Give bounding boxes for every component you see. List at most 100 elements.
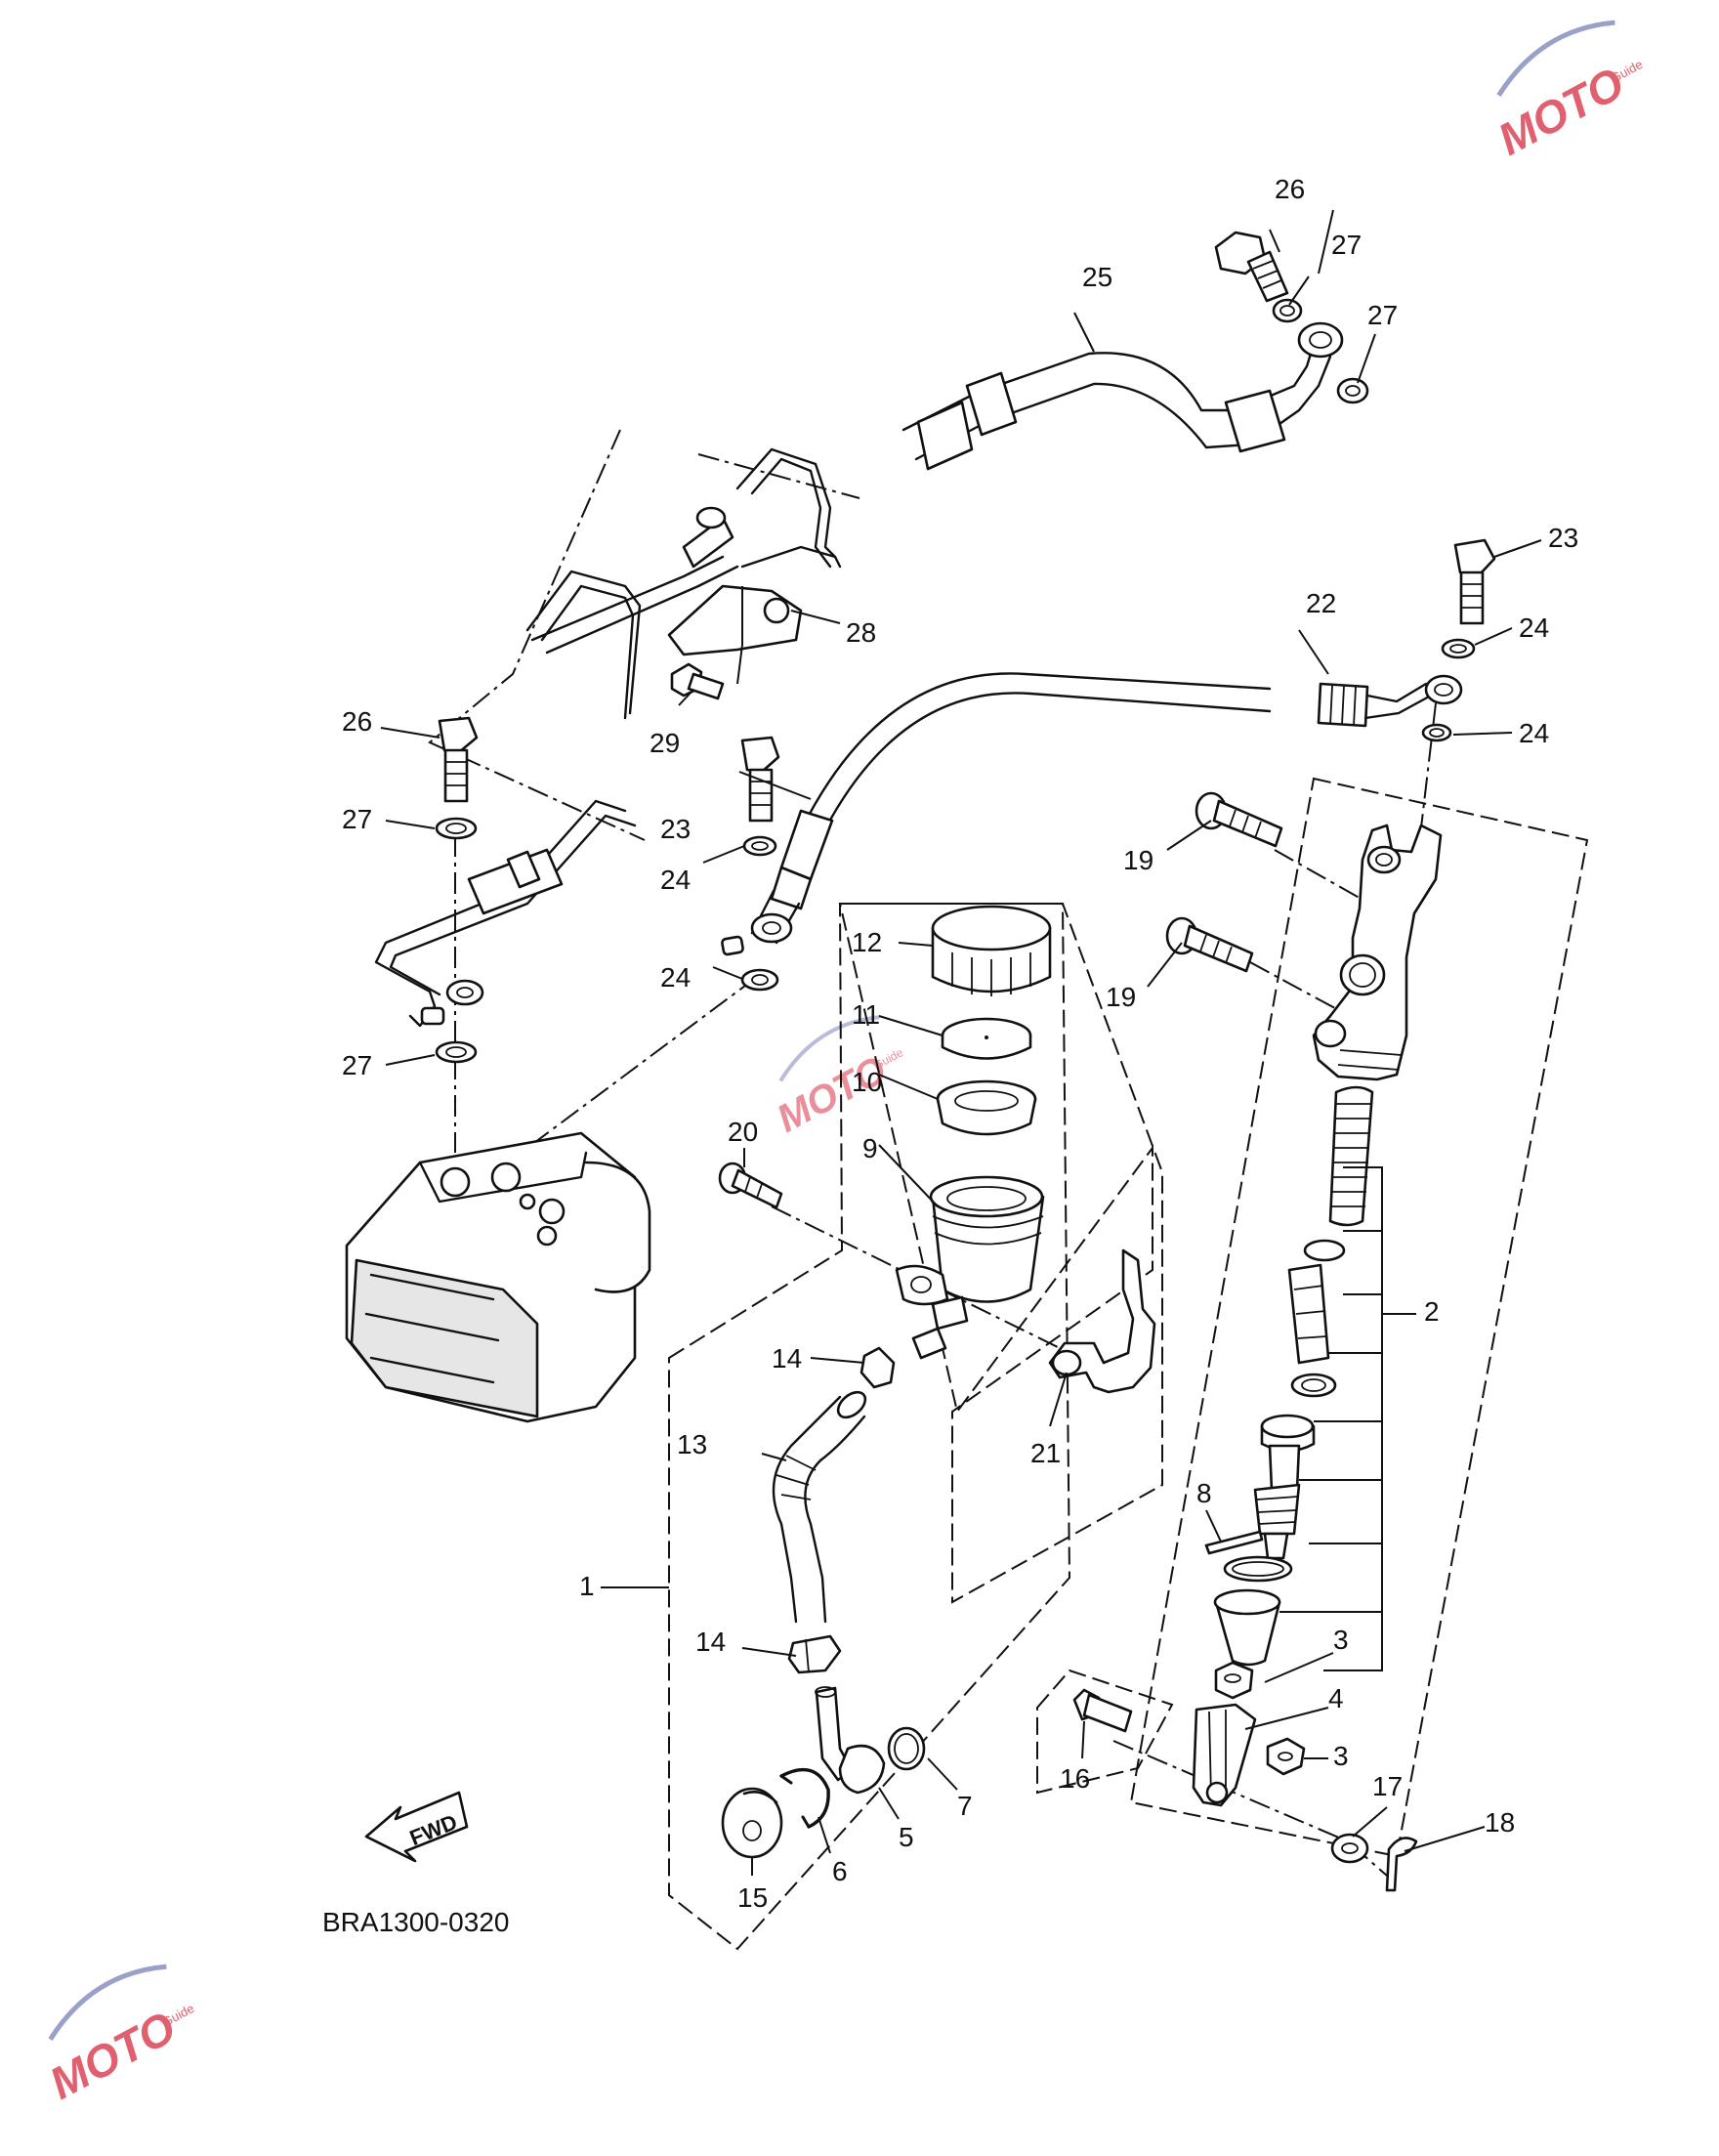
callout-3-lower: 3 [1333,1741,1349,1771]
watermark-subtext: Guide [1609,57,1646,86]
nut-3-upper [1214,1661,1254,1700]
callout-labels: 1 2 3 3 4 5 6 7 8 9 10 11 12 13 14 14 15… [342,174,1578,1913]
callout-21: 21 [1030,1438,1061,1468]
brake-pipe-left [374,799,637,1028]
brake-hose-22 [721,672,1463,956]
washer-24-right-a [1441,638,1476,659]
washer-27-left-b [435,1040,478,1064]
callout-15: 15 [737,1882,768,1913]
callout-27-left-a: 27 [342,804,372,834]
washer-27-top-a [1272,298,1303,323]
clevis-group-outline [1036,1669,1174,1795]
washer-24-right-b [1421,723,1452,742]
callout-24-right-b: 24 [1519,718,1549,748]
washer-27-left-a [435,817,478,840]
callout-19-upper: 19 [1123,845,1153,875]
callout-13: 13 [677,1429,707,1459]
master-cylinder-body [1312,824,1443,1081]
callout-2: 2 [1424,1296,1440,1327]
callout-24-center-b: 24 [660,962,691,993]
forward-arrow-icon: FWD [364,1791,469,1863]
callout-18: 18 [1485,1807,1515,1838]
watermark-logo-top: MOTO Guide [1489,20,1646,165]
washer-24-center-b [740,968,779,992]
union-bolt-26-left [438,716,479,803]
callout-28: 28 [846,617,876,648]
inlet-fitting-5 [815,1686,886,1795]
leader-lines [380,209,1542,1876]
callout-26-left: 26 [342,706,372,737]
callout-14-upper: 14 [772,1343,802,1374]
watermark-logo-bottom: MOTO Guide [41,1964,197,2109]
callout-19-lower: 19 [1106,982,1136,1012]
reservoir-cap-12 [931,905,1052,996]
callout-7: 7 [957,1791,973,1821]
screw-axis-19a [1274,849,1388,914]
o-ring-7 [887,1726,926,1771]
callout-9: 9 [862,1133,878,1163]
reservoir-hose-13 [772,1390,867,1624]
circlip-6 [779,1767,830,1829]
callout-25: 25 [1082,262,1112,292]
guard-bracket-28 [525,447,842,720]
diaphragm-plate-11 [941,1017,1032,1060]
pin-16 [1072,1688,1133,1733]
callout-11: 11 [852,999,880,1030]
callout-1: 1 [579,1571,595,1601]
master-cylinder-assembly-outline [668,903,1071,1951]
screw-20 [718,1162,783,1209]
diaphragm-10 [936,1079,1037,1136]
union-bolt-26-top [1214,231,1289,303]
piston-kit-2 [1213,1085,1374,1667]
union-bolt-23-right [1453,538,1496,625]
brake-hose-25 [901,321,1344,471]
callout-24-center-a: 24 [660,865,691,895]
callout-23-center: 23 [660,814,691,844]
screw-19-upper [1195,791,1283,848]
callout-6: 6 [832,1856,848,1886]
reservoir-group-outline [838,903,1163,1604]
reservoir-bracket-21 [1048,1248,1156,1394]
callout-24-right-a: 24 [1519,613,1549,643]
reservoir-tank-9 [895,1175,1045,1360]
callout-14-lower: 14 [695,1627,726,1657]
callout-27-top-b: 27 [1367,300,1398,330]
callout-27-top-a: 27 [1331,230,1362,260]
callout-20: 20 [728,1117,758,1147]
cotter-pin-8 [1204,1530,1264,1555]
washer-27-top-b [1336,377,1369,404]
union-bolt-23-center [740,736,780,823]
cylinder-body-outline [1129,777,1589,1858]
abs-hydraulic-unit [345,1131,651,1423]
callout-22: 22 [1306,588,1336,618]
callout-26-top: 26 [1275,174,1305,204]
screw-19-lower [1165,916,1254,973]
callout-12: 12 [852,927,882,957]
callout-10: 10 [852,1067,882,1097]
callout-8: 8 [1196,1478,1212,1508]
screw-axis-19b [1249,961,1368,1027]
callout-16: 16 [1060,1763,1090,1794]
clevis-axis [1112,1740,1388,1877]
boot-15 [721,1787,783,1859]
callout-27-left-b: 27 [342,1050,372,1080]
washer-24-center-a [742,835,777,857]
cotter-pin-18 [1385,1837,1418,1892]
washer-17 [1330,1833,1369,1864]
callout-23-right: 23 [1548,523,1578,553]
callout-17: 17 [1372,1771,1403,1801]
clevis-4 [1192,1703,1257,1807]
bolt-axis-center [507,976,758,1163]
callout-3-upper: 3 [1333,1625,1349,1655]
callout-29: 29 [650,728,680,758]
watermark-subtext: Guide [160,2001,197,2030]
clamp-14-lower [787,1634,842,1674]
callout-4: 4 [1328,1683,1344,1713]
callout-5: 5 [899,1822,914,1852]
bolt-29 [670,662,725,700]
hose-centerline-upper [428,429,860,841]
clamp-14-upper [860,1346,896,1389]
diagram-code: BRA1300-0320 [322,1907,509,1937]
nut-3-lower [1266,1737,1306,1776]
